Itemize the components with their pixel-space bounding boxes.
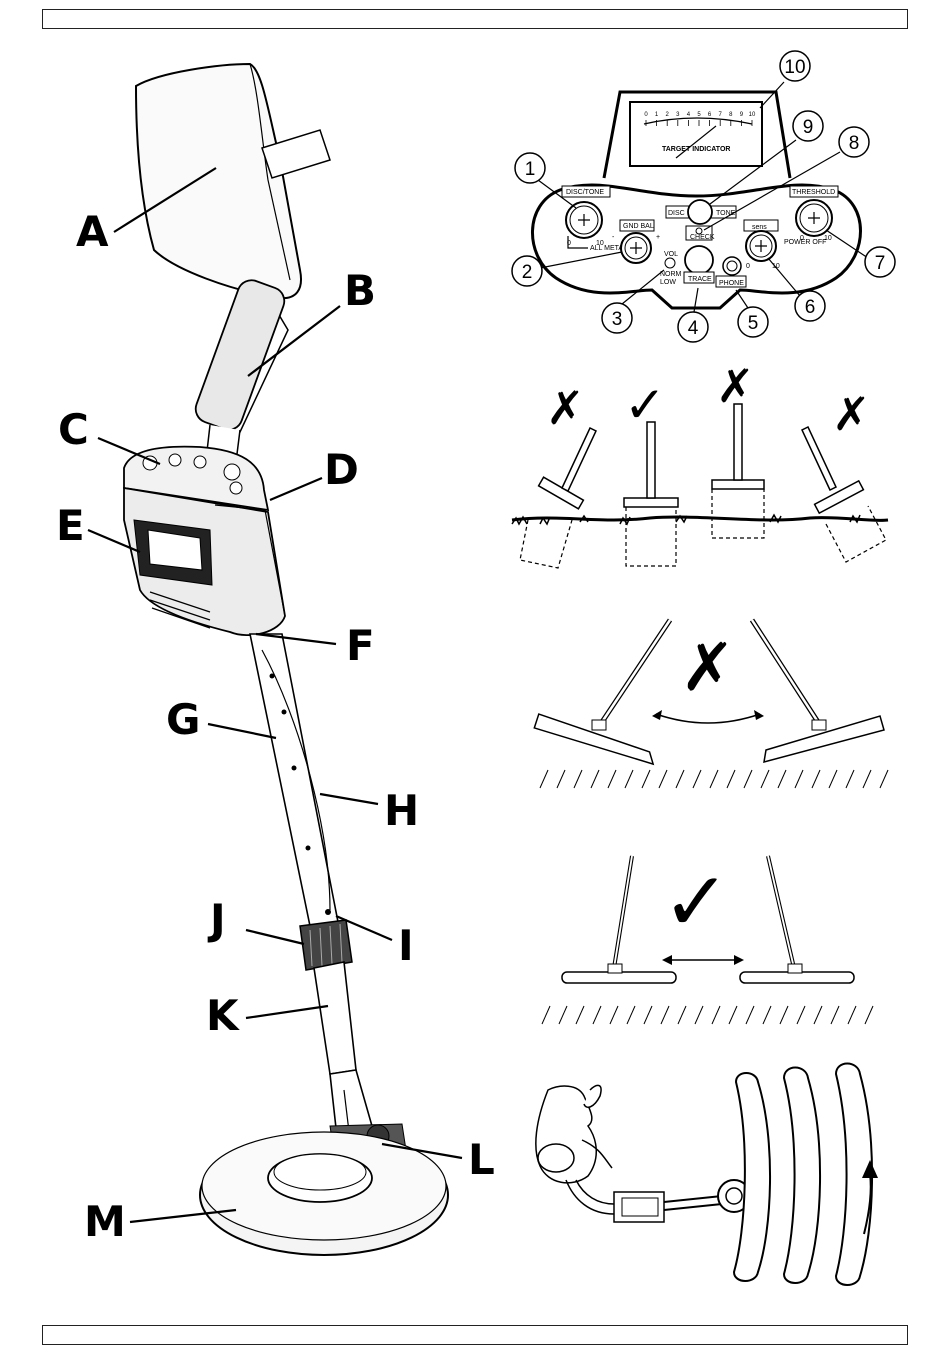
right-mark-1: ✓ [624, 376, 666, 434]
threshold-max: 10 [824, 235, 832, 242]
phone-label: PHONE [719, 280, 744, 287]
label-i: I [398, 921, 414, 970]
hatch-line [593, 1006, 601, 1024]
label-b: B [344, 266, 376, 315]
callout-3: 3 [612, 309, 623, 330]
callout-4: 4 [688, 318, 699, 339]
coil-flat [624, 422, 678, 566]
sens-min: 0 [746, 263, 750, 270]
hatch-line [661, 1006, 669, 1024]
hatch-line [829, 770, 837, 788]
callout-7: 7 [875, 253, 886, 274]
hatch-line [795, 770, 803, 788]
hatch-line [865, 1006, 873, 1024]
trace-label: TRACE [688, 276, 712, 283]
hatch-line [746, 1006, 754, 1024]
label-d: D [324, 445, 359, 494]
label-f: F [346, 621, 375, 670]
label-l: L [468, 1135, 495, 1184]
hatch-line [559, 1006, 567, 1024]
gnd-bal-label: GND BAL [623, 223, 654, 230]
metal-detector-illustration [124, 64, 448, 1255]
ground-hatch-top [540, 770, 888, 788]
hatch-line [610, 1006, 618, 1024]
hatch-line [880, 770, 888, 788]
callout-9: 9 [803, 117, 814, 138]
hatch-line [712, 1006, 720, 1024]
hatch-line [710, 770, 718, 788]
hatch-line [678, 1006, 686, 1024]
hatch-line [542, 1006, 550, 1024]
disc-tone-label: DISC/TONE [566, 189, 604, 196]
check-label: CHECK [690, 234, 715, 241]
label-g: G [166, 695, 200, 744]
wrong-mark-2: ✗ [716, 359, 755, 413]
hatch-line [778, 770, 786, 788]
power-off-label: POWER OFF [784, 239, 826, 246]
hatch-line [812, 770, 820, 788]
low-label: LOW [660, 279, 676, 286]
hatch-line [744, 770, 752, 788]
hatch-line [863, 770, 871, 788]
hatch-line [642, 770, 650, 788]
callout-8: 8 [849, 133, 860, 154]
wrong-mark-1: ✗ [546, 381, 585, 435]
hatch-line [574, 770, 582, 788]
hatch-line [576, 1006, 584, 1024]
vol-label: VOL [664, 251, 678, 258]
hatch-line [644, 1006, 652, 1024]
sens-label: sens [752, 224, 767, 231]
hatch-line [591, 770, 599, 788]
coil-tilted-right [802, 427, 886, 562]
hatch-line [780, 1006, 788, 1024]
callout-5: 5 [748, 313, 759, 334]
hatch-line [848, 1006, 856, 1024]
disc-button-left: DISC [668, 210, 685, 217]
threshold-min: 0 [800, 235, 804, 242]
wrong-mark-4: ✗ [680, 629, 735, 706]
hatch-line [729, 1006, 737, 1024]
hatch-line [625, 770, 633, 788]
label-a: A [76, 207, 109, 256]
norm-label: NORM [660, 271, 682, 278]
meter-title: TARGET INDICATOR [662, 146, 730, 153]
label-h: H [384, 786, 419, 835]
callout-10: 10 [784, 57, 805, 78]
callout-2: 2 [522, 262, 533, 283]
sweep-pattern-diagram [536, 1064, 878, 1286]
label-c: C [58, 405, 89, 454]
hatch-line [763, 1006, 771, 1024]
hatch-line [727, 770, 735, 788]
hatch-line [676, 770, 684, 788]
label-k: K [206, 991, 240, 1040]
label-m: M [84, 1197, 126, 1246]
meter-scale-label: 10 [749, 112, 756, 118]
callout-6: 6 [805, 297, 816, 318]
coil-angle-diagram: ✗ ✓ ✗ ✗ [512, 359, 888, 568]
gnd-bal-plus: + [656, 234, 660, 241]
swing-wrong-diagram: ✗ [533, 620, 888, 788]
hatch-line [659, 770, 667, 788]
hatch-line [627, 1006, 635, 1024]
hatch-line [814, 1006, 822, 1024]
swing-correct-diagram: ✓ [542, 855, 873, 1024]
hatch-line [693, 770, 701, 788]
right-mark-2: ✓ [662, 855, 731, 950]
hatch-line [608, 770, 616, 788]
hatch-line [761, 770, 769, 788]
label-j: J [207, 895, 226, 944]
hatch-line [695, 1006, 703, 1024]
coil-tilted-left [520, 428, 596, 568]
hatch-line [557, 770, 565, 788]
ground-hatch-bottom [542, 1006, 873, 1024]
label-e: E [56, 501, 85, 550]
hatch-line [540, 770, 548, 788]
hatch-line [846, 770, 854, 788]
hatch-line [831, 1006, 839, 1024]
callout-1: 1 [525, 159, 536, 180]
threshold-label: THRESHOLD [792, 189, 835, 196]
wrong-mark-3: ✗ [832, 387, 871, 441]
hatch-line [797, 1006, 805, 1024]
